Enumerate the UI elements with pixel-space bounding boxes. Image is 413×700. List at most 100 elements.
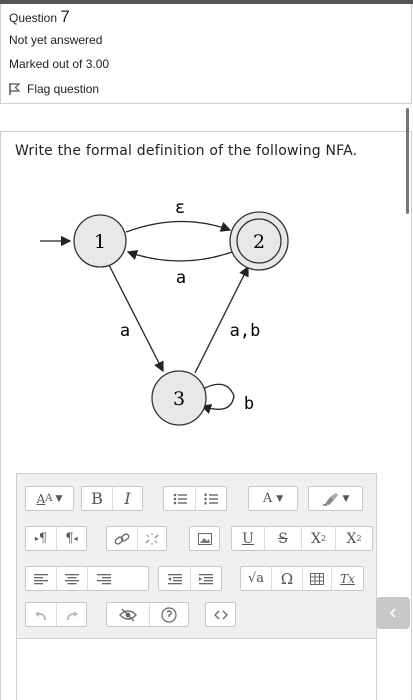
- flag-question-link[interactable]: Flag question: [9, 82, 99, 96]
- accessibility-group: [106, 602, 189, 627]
- state-1-label: 1: [94, 231, 106, 253]
- rtl-button[interactable]: ¶◂: [57, 527, 86, 550]
- chevron-left-icon: [389, 608, 396, 618]
- edge-1-to-2-label: ε: [175, 198, 185, 218]
- align-right-button[interactable]: [88, 567, 119, 590]
- unlink-icon: [145, 532, 159, 545]
- clear-formatting-label: Tx: [340, 571, 355, 586]
- edge-3-to-2: [194, 265, 249, 374]
- align-right-icon: [96, 573, 111, 584]
- font-color-label: A: [262, 491, 273, 506]
- answer-text-area[interactable]: [17, 640, 376, 700]
- screen-reader-button[interactable]: [150, 603, 188, 626]
- undo-button[interactable]: [26, 603, 57, 626]
- edge-3-loop: [200, 383, 235, 414]
- highlight-group: ▼: [308, 486, 363, 511]
- align-center-icon: [65, 573, 79, 584]
- state-3: [151, 370, 207, 426]
- question-number-value: 7: [60, 7, 70, 26]
- indent-icon: [199, 573, 213, 584]
- caret-down-icon: ▼: [55, 493, 63, 504]
- accessibility-checker-button[interactable]: [107, 603, 150, 626]
- edge-1-to-3-label: a: [120, 321, 130, 341]
- subscript-label: X: [310, 530, 321, 547]
- equation-button[interactable]: √a: [241, 567, 272, 590]
- strikethrough-button[interactable]: S: [265, 527, 302, 550]
- table-button[interactable]: [303, 567, 332, 590]
- table-icon: [310, 572, 324, 585]
- nfa-diagram: 1 2 3 ε a a a,b b: [40, 198, 289, 426]
- edge-3-loop-label: b: [244, 394, 254, 414]
- state-2-label: 2: [253, 231, 265, 253]
- html-source-button[interactable]: [206, 603, 235, 626]
- scrollbar-thumb[interactable]: [406, 108, 409, 214]
- redo-button[interactable]: [57, 603, 86, 626]
- superscript-label: X: [346, 530, 357, 547]
- italic-button[interactable]: I: [124, 489, 131, 508]
- underline-button[interactable]: U: [232, 527, 265, 550]
- ltr-label: ¶: [38, 531, 48, 546]
- align-group: [25, 566, 149, 591]
- edge-2-to-1: [126, 250, 233, 262]
- numbered-list-icon: [204, 493, 218, 504]
- outdent-button[interactable]: [159, 567, 191, 590]
- rtl-arrow-icon: ◂: [73, 534, 78, 543]
- state-3-label: 3: [173, 388, 185, 410]
- special-character-button[interactable]: Ω: [272, 567, 303, 590]
- history-group: [25, 602, 87, 627]
- edge-1-to-2: [125, 220, 232, 233]
- indent-group: [158, 566, 222, 591]
- highlighter-icon: [322, 492, 338, 506]
- numbered-list-button[interactable]: [196, 487, 226, 510]
- highlight-button[interactable]: ▼: [309, 487, 362, 510]
- edge-2-to-1-label: a: [176, 268, 186, 288]
- redo-icon: [66, 610, 78, 620]
- rtl-label: ¶: [65, 531, 74, 546]
- align-left-button[interactable]: [26, 567, 57, 590]
- bullet-list-icon: [173, 493, 187, 504]
- subscript-mark: 2: [320, 534, 327, 543]
- edge-3-to-2-label-text: a,b: [230, 321, 261, 341]
- question-info-panel: Question 7 Not yet answered Marked out o…: [0, 4, 412, 104]
- flag-question-label: Flag question: [27, 82, 100, 96]
- question-grade: Marked out of 3.00: [9, 57, 110, 71]
- link-button[interactable]: [107, 527, 138, 550]
- outdent-icon: [167, 573, 182, 584]
- font-color-group: A ▼: [248, 486, 298, 511]
- insert-image-button[interactable]: [190, 527, 219, 550]
- unlink-button[interactable]: [138, 527, 166, 550]
- screen-reader-icon: [161, 606, 177, 623]
- link-group: [106, 526, 167, 551]
- font-color-button[interactable]: A ▼: [249, 487, 297, 510]
- superscript-mark: 2: [356, 534, 362, 543]
- caret-down-icon: ▼: [342, 493, 350, 504]
- align-center-button[interactable]: [57, 567, 88, 590]
- list-group: [163, 486, 227, 511]
- edge-1-to-3: [108, 264, 164, 373]
- question-text: Write the formal definition of the follo…: [15, 143, 358, 159]
- undo-icon: [35, 610, 46, 620]
- indent-button[interactable]: [191, 567, 221, 590]
- top-bar: [0, 0, 413, 4]
- question-label: Question: [9, 11, 58, 25]
- bullet-list-button[interactable]: [164, 487, 196, 510]
- styles-secondary-icon: A: [45, 493, 53, 504]
- accessibility-eye-icon: [119, 608, 137, 621]
- clear-formatting-button[interactable]: Tx: [332, 567, 363, 590]
- side-panel-toggle-button[interactable]: [376, 597, 410, 629]
- question-status: Not yet answered: [9, 33, 103, 47]
- state-2-outer: [229, 211, 289, 271]
- styles-label: A: [36, 491, 46, 506]
- flag-icon: [9, 83, 20, 95]
- insert-group: √a Ω Tx: [240, 566, 364, 591]
- code-icon: [213, 610, 228, 619]
- bold-button[interactable]: B: [82, 487, 113, 510]
- state-2-inner: [236, 218, 282, 264]
- ltr-button[interactable]: ▸¶: [26, 527, 57, 550]
